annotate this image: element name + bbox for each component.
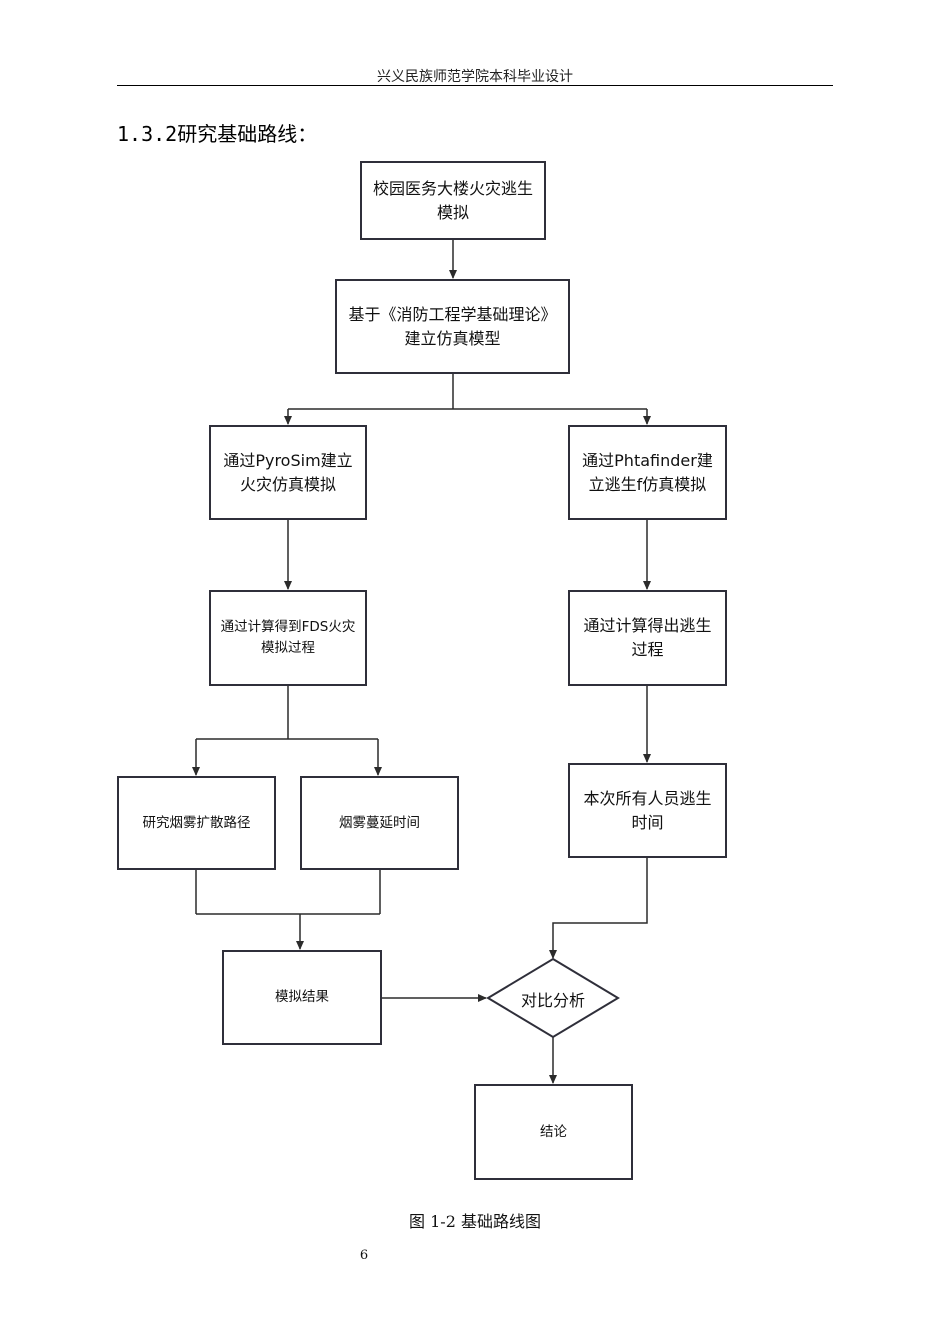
node-escape-process: 通过计算得出逃生过程 <box>568 590 727 686</box>
node-sim-result: 模拟结果 <box>222 950 382 1045</box>
header-rule <box>117 85 833 86</box>
node-compare-label: 对比分析 <box>520 991 585 1010</box>
running-header: 兴义民族师范学院本科毕业设计 <box>377 69 573 85</box>
connector-escape-time-compare <box>549 858 648 959</box>
compare-diamond <box>486 957 620 1039</box>
page-number: 6 <box>359 1248 369 1263</box>
node-model: 基于《消防工程学基础理论》建立仿真模型 <box>335 279 570 374</box>
node-smoke-path: 研究烟雾扩散路径 <box>117 776 276 870</box>
node-pyrosim: 通过PyroSim建立火灾仿真模拟 <box>209 425 367 520</box>
node-fds: 通过计算得到FDS火灾模拟过程 <box>209 590 367 686</box>
node-pathfinder: 通过Phtafinder建立逃生f仿真模拟 <box>568 425 727 520</box>
node-start: 校园医务大楼火灾逃生模拟 <box>360 161 546 240</box>
figure-caption: 图 1-2 基础路线图 <box>409 1212 541 1231</box>
node-smoke-time: 烟雾蔓延时间 <box>300 776 459 870</box>
section-heading: 1.3.2研究基础路线： <box>117 122 318 146</box>
node-escape-time: 本次所有人员逃生时间 <box>568 763 727 858</box>
node-conclusion: 结论 <box>474 1084 633 1180</box>
